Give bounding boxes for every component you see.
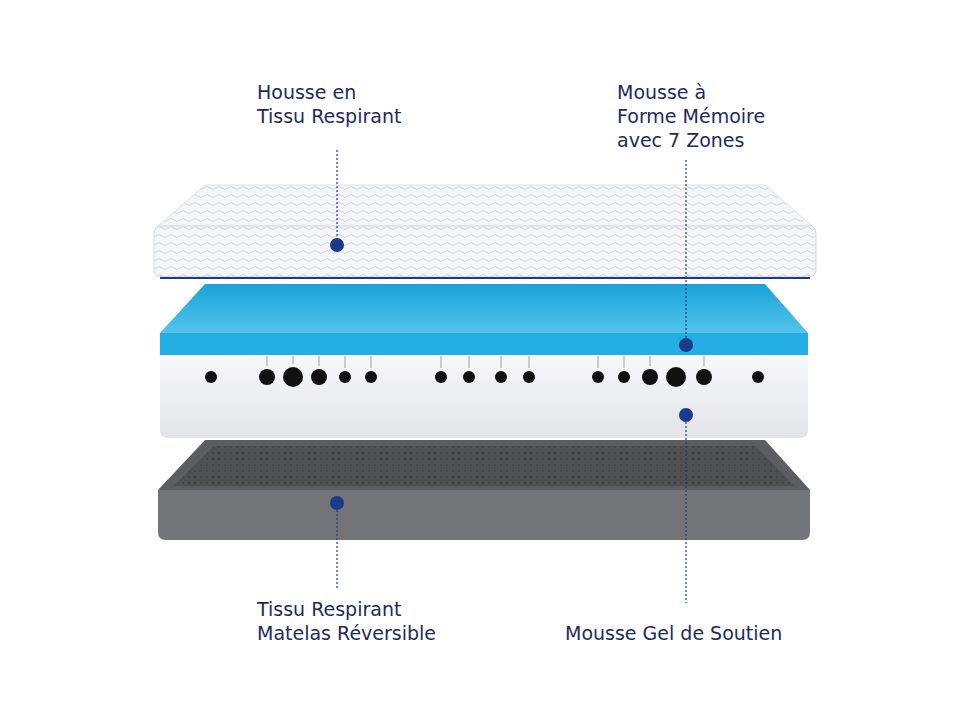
leader-lines — [337, 150, 686, 603]
base-layer — [158, 440, 810, 540]
label-line: Mousse à — [617, 80, 765, 104]
label-line: Forme Mémoire — [617, 104, 765, 128]
callout-label: Mousse Gel de Soutien — [565, 621, 782, 645]
foam-layer — [160, 284, 808, 438]
callout-label: Tissu Respirant Matelas Réversible — [257, 597, 436, 645]
label-line: Matelas Réversible — [257, 621, 436, 645]
callout-dots — [330, 238, 693, 510]
label-line: Mousse Gel de Soutien — [565, 621, 782, 645]
cover-layer — [154, 185, 816, 278]
callout-label: Housse en Tissu Respirant — [257, 80, 401, 128]
label-line: Tissu Respirant — [257, 104, 401, 128]
label-line: avec 7 Zones — [617, 128, 765, 152]
label-line: Housse en — [257, 80, 401, 104]
callout-label: Mousse à Forme Mémoire avec 7 Zones — [617, 80, 765, 152]
label-line: Tissu Respirant — [257, 597, 436, 621]
